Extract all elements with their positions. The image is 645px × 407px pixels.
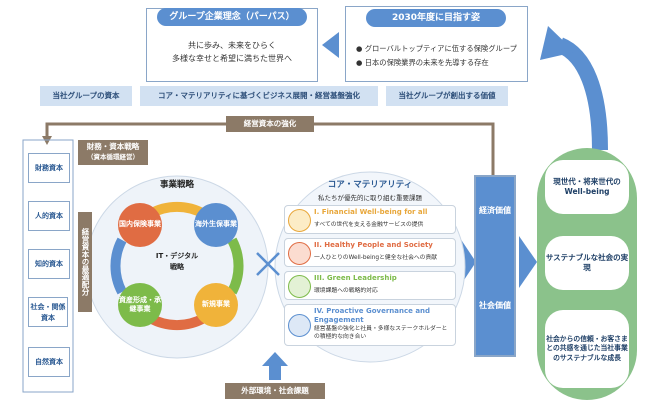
capital-social: 社会・関係資本 xyxy=(28,297,68,327)
vision-list: ● グローバルトップティアに伍する保険グループ ● 日本の保険業界の未来を先導す… xyxy=(356,42,517,70)
arrow-left-top xyxy=(322,32,339,58)
vision-item: ● グローバルトップティアに伍する保険グループ xyxy=(356,44,517,53)
flow-bar-business: コア・マテリアリティに基づくビジネス展開・経営基盤強化 xyxy=(140,86,378,106)
value-box xyxy=(474,175,516,357)
healthy-people-icon xyxy=(288,242,311,265)
governance-engagement-icon xyxy=(288,314,311,337)
it-digital-strategy: IT・デジタル戦略 xyxy=(155,252,199,271)
green-leadership-icon xyxy=(288,275,311,298)
external-environment-label: 外部環境・社会課題 xyxy=(225,383,325,399)
business-strategy-title: 事業戦略 xyxy=(159,180,194,190)
capital-human: 人的資本 xyxy=(28,201,70,231)
allocation-label: 経営資本の最適配分 xyxy=(78,212,92,312)
financial-strategy-title: 財務・資本戦略 xyxy=(86,142,140,151)
capital-financial: 財務資本 xyxy=(28,153,70,183)
external-up-arrow xyxy=(262,352,288,366)
purpose-title: グループ企業理念（パーパス） xyxy=(157,8,307,26)
materiality-item-1: I. Financial Well-being for all すべての世代を支… xyxy=(284,205,456,234)
materiality-item-3: III. Green Leadership 環境課題への戦略的対応 xyxy=(284,271,456,300)
vision-title: 2030年度に目指す姿 xyxy=(366,9,506,27)
social-value: 社会価値 xyxy=(479,301,511,310)
purpose-line-1: 共に歩み、未来をひらく xyxy=(188,41,276,50)
flow-chevron-2 xyxy=(378,86,388,106)
materiality-item-2: II. Healthy People and Society 一人ひとりのWel… xyxy=(284,238,456,267)
outcome-sustainable-growth: 社会からの信頼・お客さまとの共感を通じた当社事業のサステナブルな成長 xyxy=(545,310,629,388)
capital-natural: 自然資本 xyxy=(28,347,70,377)
capital-intellectual: 知的資本 xyxy=(28,249,70,279)
segment-domestic: 国内保険事業 xyxy=(118,203,162,247)
vision-box: 2030年度に目指す姿 ● グローバルトップティアに伍する保険グループ ● 日本… xyxy=(345,6,528,82)
segment-asset-formation: 資産形成・承継事業 xyxy=(118,283,162,327)
outcome-sustainable-society: サステナブルな社会の実現 xyxy=(545,236,629,290)
materiality-item-4: IV. Proactive Governance and Engagement … xyxy=(284,304,456,346)
curved-arrow-head xyxy=(540,26,575,60)
segment-overseas-life: 海外生保事業 xyxy=(194,203,238,247)
arrow-to-outcomes xyxy=(519,236,537,288)
purpose-line-2: 多様な幸せと希望に満ちた世界へ xyxy=(172,54,292,63)
financial-strategy-subtitle: （資本循環経営） xyxy=(87,153,139,161)
core-materiality-title: コア・マテリアリティ xyxy=(327,180,413,190)
flow-bar-capital: 当社グループの資本 xyxy=(40,86,132,106)
purpose-box: グループ企業理念（パーパス） 共に歩み、未来をひらく 多様な幸せと希望に満ちた世… xyxy=(146,8,318,82)
economic-value: 経済価値 xyxy=(479,206,511,215)
capital-reinforcement-label: 経営資本の強化 xyxy=(226,116,314,132)
purpose-text: 共に歩み、未来をひらく 多様な幸せと希望に満ちた世界へ xyxy=(147,39,317,65)
flow-bar-value: 当社グループが創出する価値 xyxy=(386,86,508,106)
financial-wellbeing-icon xyxy=(288,209,311,232)
curved-arrow-up xyxy=(556,37,608,151)
flow-chevron-1 xyxy=(130,86,140,106)
segment-new-business: 新規事業 xyxy=(194,283,238,327)
financial-strategy-box: 財務・資本戦略 （資本循環経営） xyxy=(78,140,148,165)
core-materiality-subtitle: 私たちが優先的に取り組む重要課題 xyxy=(318,194,422,202)
vision-item: ● 日本の保険業界の未来を先導する存在 xyxy=(356,58,489,67)
outcome-wellbeing: 現世代・将来世代のWell-being xyxy=(545,160,629,214)
